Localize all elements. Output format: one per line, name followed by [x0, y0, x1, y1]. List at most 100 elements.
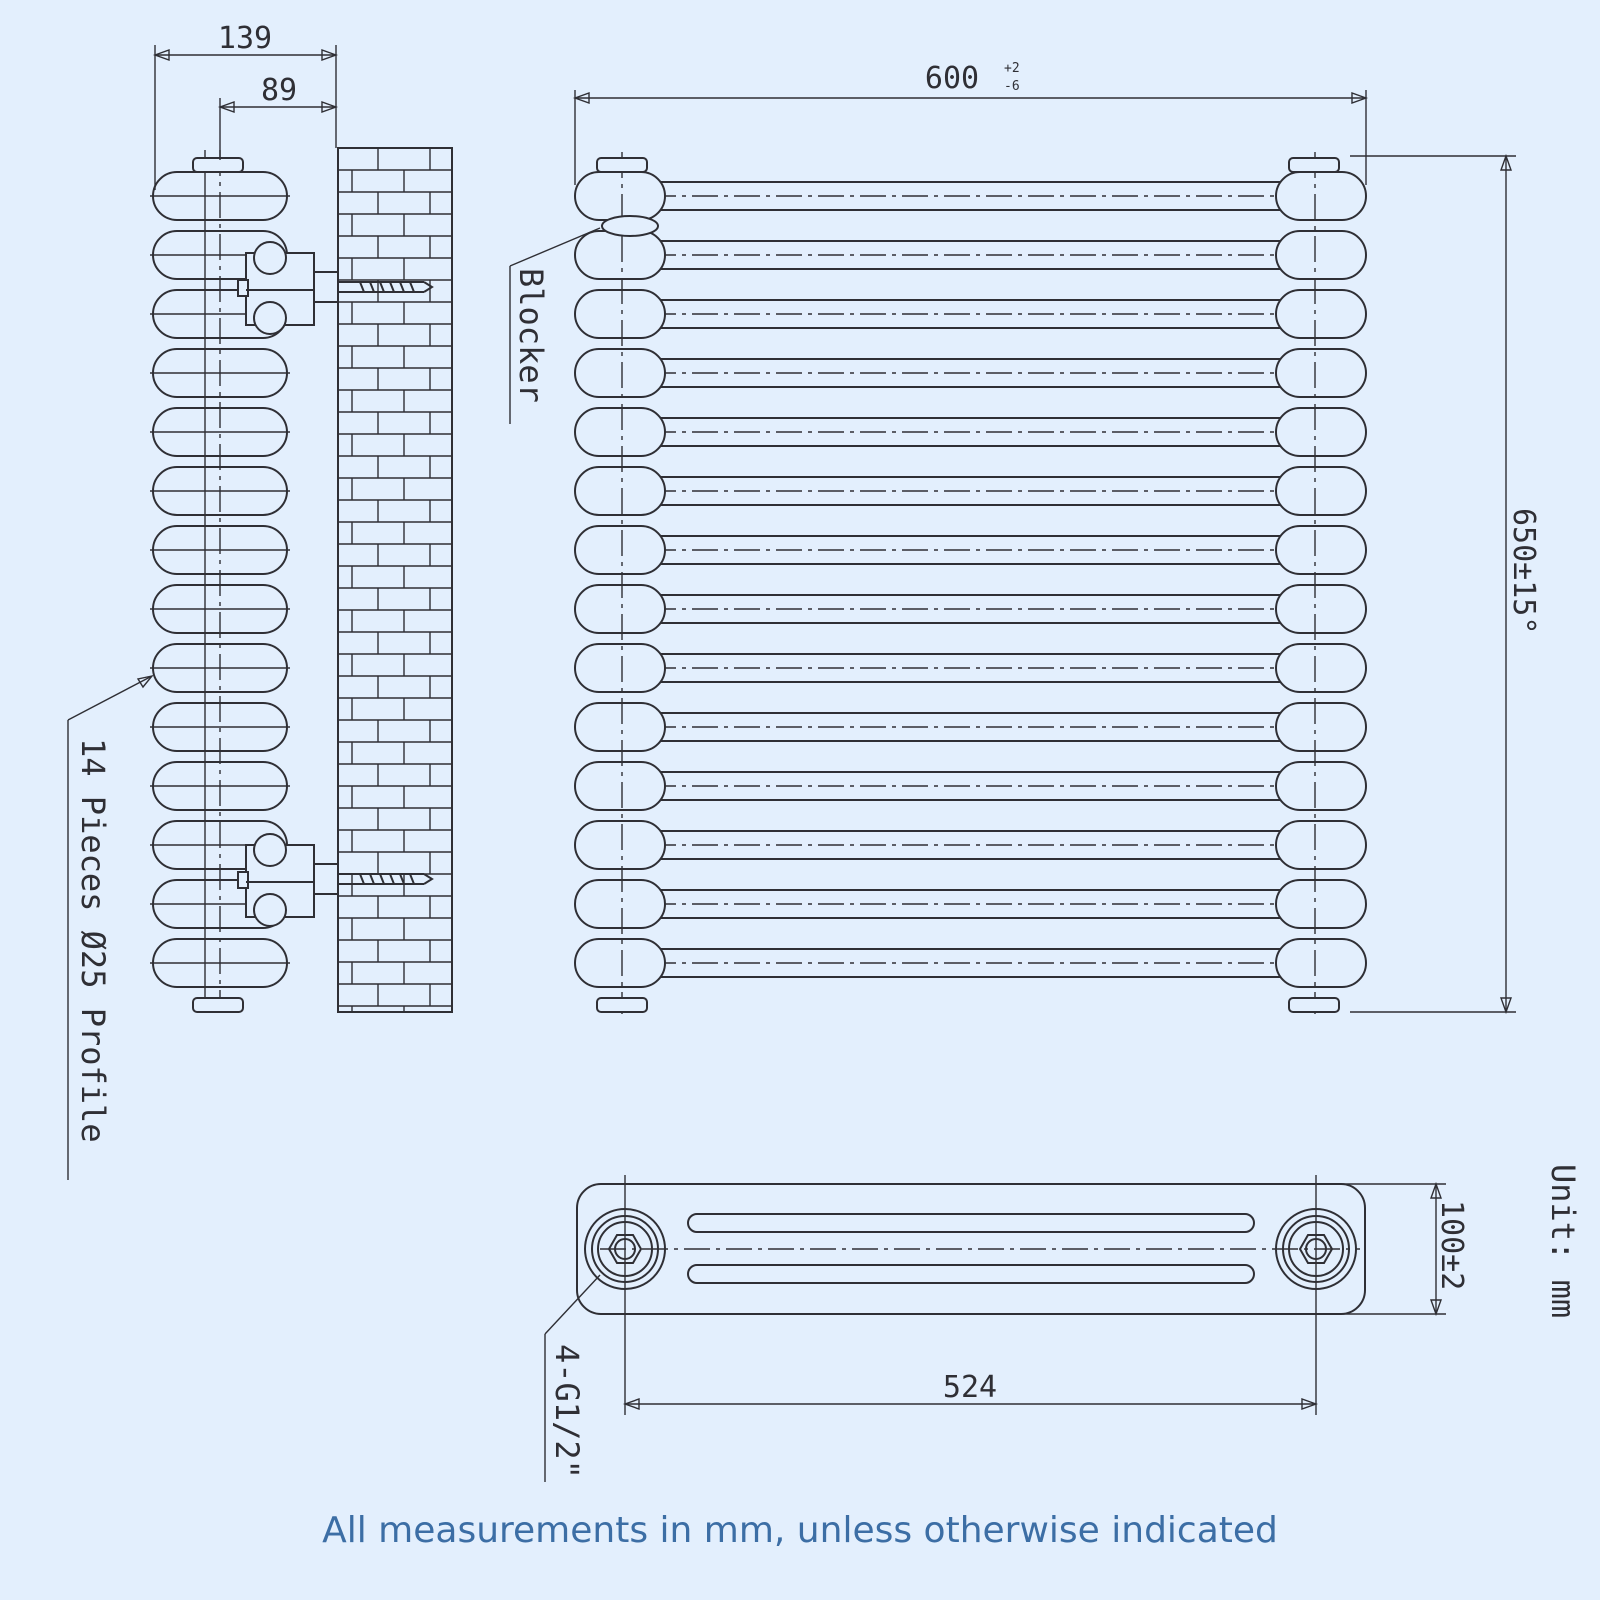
- blocker-label: Blocker: [512, 268, 550, 403]
- front-left-coil: [574, 407, 666, 457]
- dim-650-arrows: [1500, 153, 1512, 1015]
- right-connection-bore: [1305, 1238, 1327, 1260]
- right-connection-nut: [1298, 1234, 1334, 1264]
- upper-bracket-stub: [237, 279, 249, 297]
- front-right-coil: [1275, 702, 1367, 752]
- brick-wall: [337, 147, 453, 1013]
- right-connection: [1275, 1208, 1357, 1290]
- front-right-coil: [1275, 525, 1367, 575]
- front-left-coil: [574, 466, 666, 516]
- connection-leader: [544, 1274, 601, 1335]
- dim-139: 139: [152, 21, 339, 190]
- dim-100: 100±2: [1330, 1181, 1469, 1317]
- front-left-coil: [574, 820, 666, 870]
- dim-650-label: 650±15°: [1506, 508, 1541, 634]
- lower-bracket: [237, 833, 434, 927]
- upper-bracket: [237, 241, 434, 335]
- unit-label: Unit: mm: [1544, 1164, 1582, 1318]
- right-connection-ring-2: [1288, 1221, 1344, 1277]
- left-connection-ring-2: [597, 1221, 653, 1277]
- pieces-callout: 14 Pieces Ø25 Profile: [67, 674, 154, 1180]
- upper-bracket-nut: [313, 271, 339, 303]
- dim-100-label: 100±2: [1434, 1200, 1469, 1290]
- dim-600-label: 600: [925, 61, 979, 96]
- front-right-coil: [1275, 466, 1367, 516]
- front-left-coil: [574, 289, 666, 339]
- front-left-coil: [574, 348, 666, 398]
- front-view: Blocker 600 +2 -6 650±15°: [509, 61, 1541, 1015]
- lower-bracket-knob-bottom: [253, 893, 287, 927]
- dim-89: 89: [217, 73, 339, 160]
- dim-139-arrows: [152, 49, 339, 61]
- upper-bracket-knob-bottom: [253, 301, 287, 335]
- pieces-arrow: [136, 674, 154, 689]
- front-cap-bottom-left: [596, 997, 648, 1013]
- lower-bracket-nut: [313, 863, 339, 895]
- front-right-coil: [1275, 407, 1367, 457]
- right-connection-outer: [1275, 1208, 1357, 1290]
- footer-note: All measurements in mm, unless otherwise…: [322, 1510, 1278, 1551]
- wall-outline: [337, 147, 453, 1013]
- front-left-coil: [574, 938, 666, 988]
- dim-650: 650±15°: [1350, 153, 1541, 1015]
- front-left-coil: [574, 171, 666, 221]
- dim-139-label: 139: [218, 21, 272, 56]
- bottom-view: 100±2 524 4-G1/2" Unit: mm: [544, 1164, 1582, 1482]
- lower-screw-thread: [359, 873, 434, 885]
- dim-100-arrows: [1430, 1181, 1442, 1317]
- dim-600: 600 +2 -6: [572, 61, 1369, 185]
- upper-screw-thread: [359, 281, 434, 293]
- front-cap-bottom-right: [1288, 997, 1340, 1013]
- right-connection-ring-1: [1282, 1215, 1350, 1283]
- bottom-slot-top: [687, 1213, 1255, 1233]
- lower-bracket-knob-top: [253, 833, 287, 867]
- front-right-coil: [1275, 348, 1367, 398]
- dim-524-arrows: [622, 1398, 1319, 1410]
- front-tube-array: [574, 171, 1367, 988]
- left-connection-nut: [607, 1234, 643, 1264]
- blocker-callout: Blocker: [509, 215, 659, 424]
- front-left-coil: [574, 761, 666, 811]
- blocker-plug: [601, 215, 659, 237]
- front-right-coil: [1275, 643, 1367, 693]
- bottom-body: [576, 1183, 1366, 1315]
- dim-600-tol-lower: -6: [1004, 79, 1020, 94]
- connection-callout: 4-G1/2": [544, 1274, 601, 1482]
- front-right-coil: [1275, 230, 1367, 280]
- front-right-coil: [1275, 171, 1367, 221]
- dim-600-arrows: [572, 92, 1369, 104]
- front-right-coil: [1275, 938, 1367, 988]
- left-connection-outer: [584, 1208, 666, 1290]
- front-left-coil: [574, 584, 666, 634]
- pieces-label: 14 Pieces Ø25 Profile: [74, 738, 112, 1143]
- pieces-leader: [67, 675, 153, 721]
- side-bottom-cap: [192, 997, 244, 1013]
- side-top-cap: [192, 157, 244, 173]
- side-view: 139 89 14 Pieces Ø25 Profile: [67, 21, 453, 1180]
- front-left-coil: [574, 702, 666, 752]
- front-cap-top-right: [1288, 157, 1340, 173]
- front-right-coil: [1275, 761, 1367, 811]
- dim-524: 524: [622, 1370, 1319, 1410]
- upper-bracket-knob-top: [253, 241, 287, 275]
- blocker-leader: [509, 227, 601, 267]
- front-right-coil: [1275, 820, 1367, 870]
- left-connection-ring-1: [591, 1215, 659, 1283]
- dim-600-tol-upper: +2: [1004, 61, 1020, 76]
- connection-label: 4-G1/2": [548, 1344, 586, 1479]
- bottom-slot-bottom: [687, 1264, 1255, 1284]
- front-left-coil: [574, 525, 666, 575]
- left-connection-bore: [614, 1238, 636, 1260]
- dim-89-label: 89: [261, 73, 297, 108]
- front-right-coil: [1275, 584, 1367, 634]
- dim-524-label: 524: [943, 1370, 997, 1405]
- front-left-coil: [574, 879, 666, 929]
- front-left-coil: [574, 230, 666, 280]
- front-left-coil: [574, 643, 666, 693]
- front-right-coil: [1275, 289, 1367, 339]
- lower-bracket-stub: [237, 871, 249, 889]
- front-cap-top-left: [596, 157, 648, 173]
- side-coil-stack: [150, 171, 290, 988]
